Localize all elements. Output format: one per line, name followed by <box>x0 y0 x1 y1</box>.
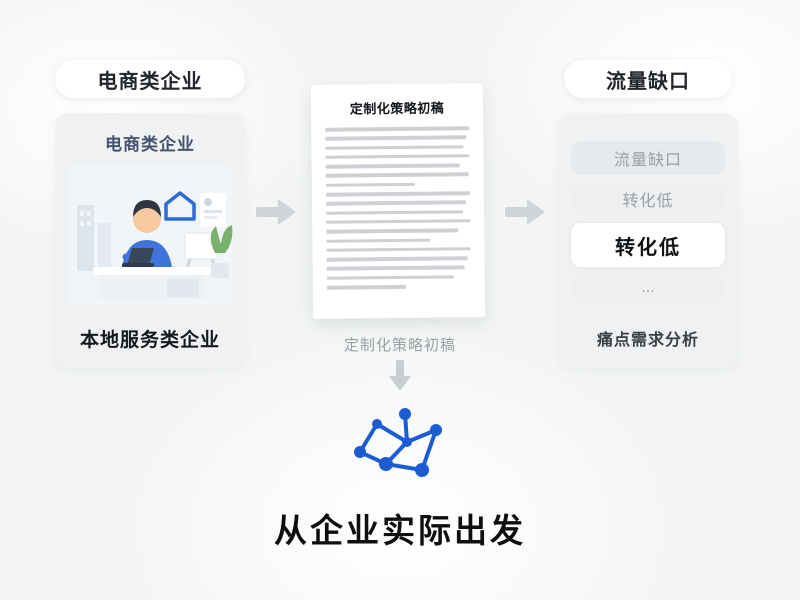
arrow-head <box>527 199 545 225</box>
pain-point-label: 转化低 <box>615 236 681 259</box>
arrow-down-icon <box>389 360 411 392</box>
pain-point-item: 流量缺口 <box>571 141 725 175</box>
doc-lines <box>325 126 471 290</box>
arrow-right-icon <box>256 199 300 225</box>
pain-point-label: 转化低 <box>622 193 674 210</box>
strategy-document-caption: 定制化策略初稿 <box>343 337 456 354</box>
pain-point-item-more: ... <box>571 276 725 300</box>
left-card-title: 电商类企业 <box>105 135 195 154</box>
pain-points-card: 流量缺口 转化低 转化低 ... 痛点需求分析 <box>558 113 738 368</box>
network-graph-icon <box>350 400 450 492</box>
arrow-head <box>278 199 296 225</box>
pain-point-item: 转化低 <box>571 184 725 214</box>
left-category-pill: 电商类企业 <box>55 60 245 98</box>
arrow-shaft <box>396 360 404 378</box>
left-enterprise-card: 电商类企业 <box>55 113 245 368</box>
right-category-pill-label: 流量缺口 <box>606 70 690 93</box>
strategy-document-title: 定制化策略初稿 <box>349 100 445 117</box>
left-category-pill-label: 电商类企业 <box>97 70 203 93</box>
pain-point-label: ... <box>641 279 655 296</box>
arrow-head <box>389 376 411 391</box>
arrow-shaft <box>505 207 529 217</box>
arrow-shaft <box>256 207 280 217</box>
arrow-right-icon <box>505 199 549 225</box>
pain-points-caption: 痛点需求分析 <box>596 332 699 349</box>
main-title: 从企业实际出发 <box>274 512 526 549</box>
left-card-caption: 本地服务类企业 <box>79 330 220 351</box>
person-at-desk-illustration <box>67 165 233 305</box>
strategy-document: 定制化策略初稿 <box>310 83 486 319</box>
pain-point-label: 流量缺口 <box>613 152 682 169</box>
right-category-pill: 流量缺口 <box>564 60 732 98</box>
pain-point-item-highlighted: 转化低 <box>571 223 725 267</box>
